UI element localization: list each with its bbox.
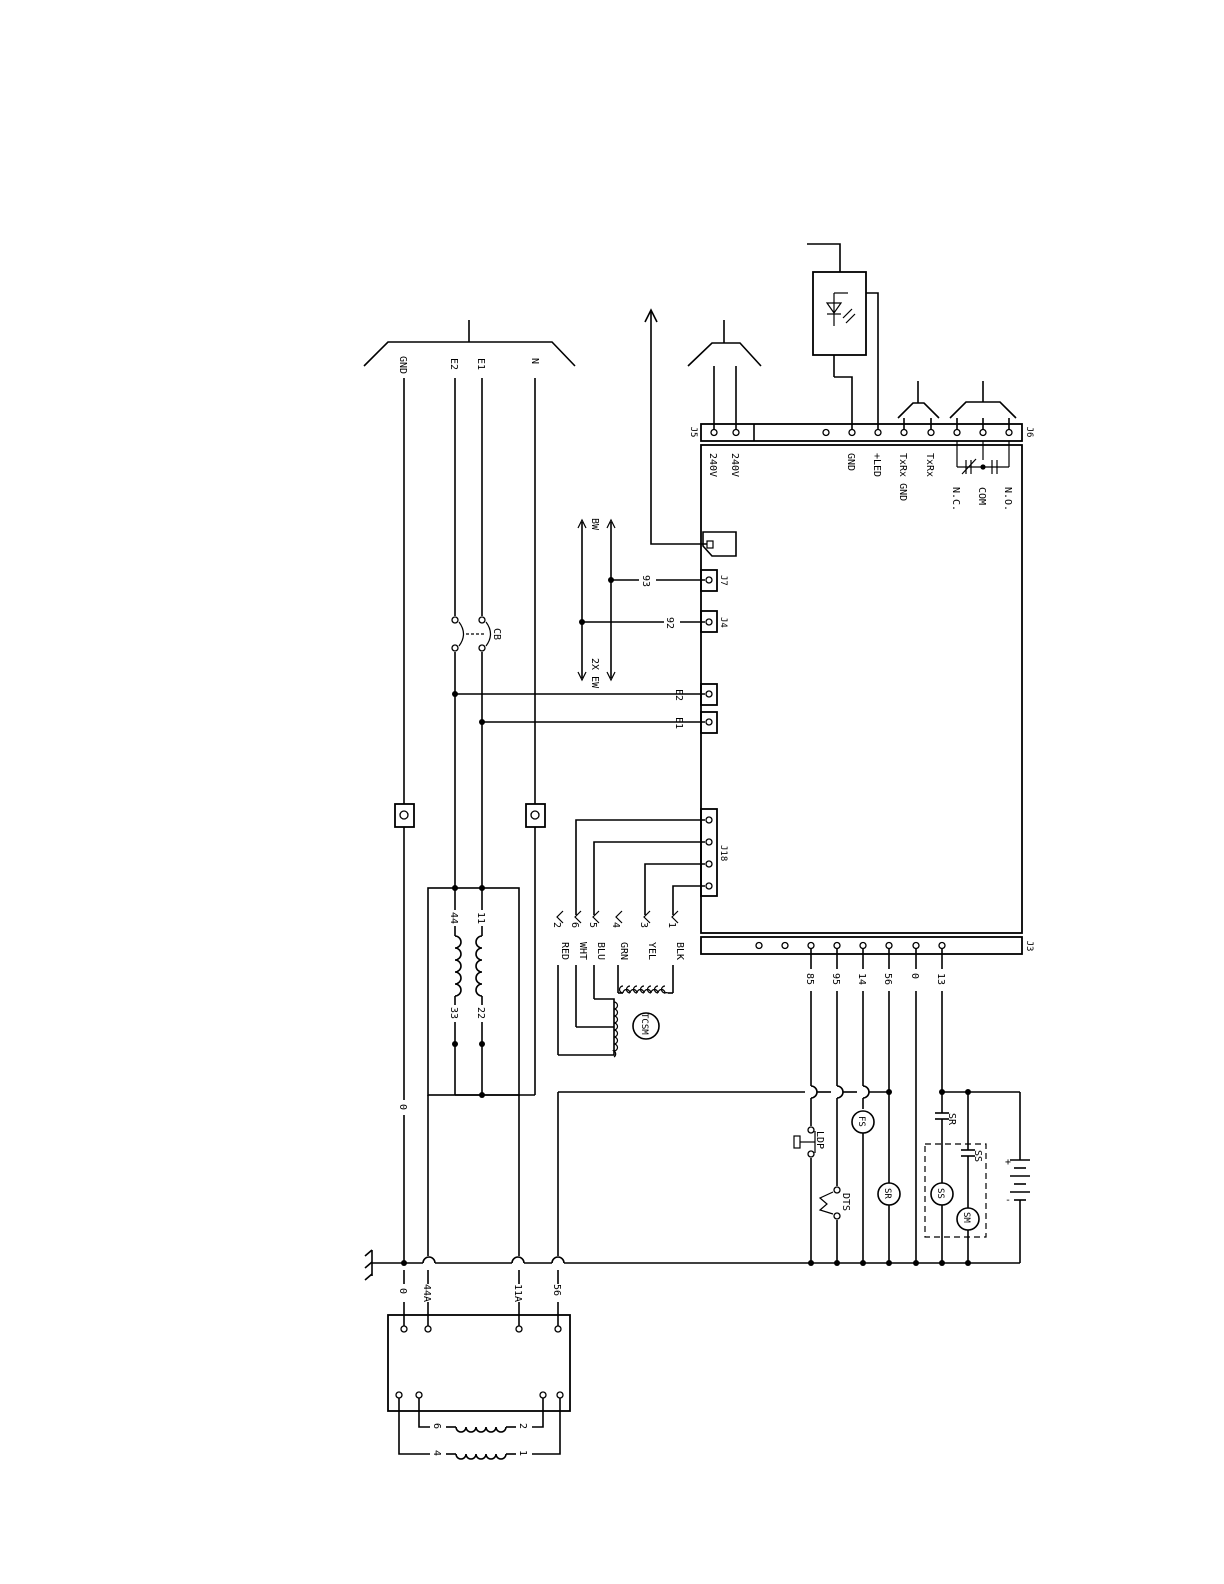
supply-label: E2 <box>448 358 459 370</box>
ldp-label: LDP <box>814 1131 825 1149</box>
dts-switch: DTS <box>818 1186 851 1263</box>
ss-contact-label: SS <box>972 1150 983 1162</box>
ss-coil-label: SS <box>935 1188 945 1199</box>
j3-wire-harness <box>557 991 1021 1263</box>
j6-label: J6 <box>1024 427 1034 438</box>
ground-bus <box>364 1249 1020 1281</box>
board-relay-contacts <box>956 441 1010 475</box>
j6-pin-label: COM <box>976 487 987 505</box>
battery: + - <box>1005 1110 1030 1263</box>
breaker-label: CB <box>491 628 502 640</box>
sensor-arrow-lead <box>644 308 737 557</box>
tcsm-pin: 1 <box>666 922 677 928</box>
tcsm-pin: 6 <box>569 922 580 928</box>
j7-label: J7 <box>718 575 728 586</box>
j4-connector: J4 <box>700 610 728 633</box>
j3-label: J3 <box>1024 941 1034 952</box>
wire-93-label: 93 <box>640 575 651 587</box>
j4-label: J4 <box>718 617 728 628</box>
sm-coil-label: SM <box>961 1212 971 1223</box>
gnd-connector <box>394 803 415 828</box>
tcsm-wire-color: GRN <box>618 942 629 960</box>
fs-label: FS <box>856 1116 866 1127</box>
led-indicator-module <box>807 243 879 429</box>
transformer-tap-label: 22 <box>475 1007 486 1019</box>
j3-wire-label: 95 <box>830 973 841 985</box>
j6-pin-label: TxRx <box>924 453 935 477</box>
tcsm-pin: 2 <box>551 922 562 928</box>
e2-terminal <box>700 683 718 706</box>
ew-label: 2X EW <box>589 658 600 689</box>
supply-plug <box>363 320 576 367</box>
transformer-tap-label: 44 <box>448 912 459 924</box>
board-wire-label: E1 <box>673 717 684 729</box>
j3-wire-label: 13 <box>935 973 946 985</box>
tcsm-wire-color: BLK <box>674 942 685 960</box>
bottom-transformer-tap: 2 <box>517 1423 528 1429</box>
battery-minus: - <box>1005 1195 1011 1206</box>
tcsm-pin: 5 <box>587 922 598 928</box>
tcsm-wire-color: RED <box>559 942 570 960</box>
sr-coil: SR <box>877 1182 901 1263</box>
bw-label: BW <box>589 518 600 531</box>
ground-wire-label: 0 <box>397 1104 408 1110</box>
bottom-transformer-tap: 6 <box>431 1423 442 1429</box>
j6-pin-label: N.C. <box>950 487 961 511</box>
battery-plus: + <box>1005 1157 1011 1168</box>
supply-label: N <box>529 358 540 364</box>
bottom-wire-label: 44A <box>421 1284 432 1302</box>
bottom-transformer: 6 2 4 1 <box>387 1314 571 1460</box>
bw-ew-bus: BW 2X EW 93 92 <box>577 518 705 689</box>
tcsm-wiring: TCSM <box>556 819 705 1058</box>
j5-label: J5 <box>688 427 698 438</box>
main-transformer: 44 11 33 22 <box>427 885 535 1098</box>
j6-relay-plug <box>949 381 1017 429</box>
j7-connector: J7 <box>700 569 728 592</box>
transformer-tap-label: 11 <box>475 912 486 924</box>
j5-j6-header: J5 J6 <box>688 423 1034 442</box>
supply-label: E1 <box>475 358 486 370</box>
tcsm-wire-color: WHT <box>577 942 588 960</box>
sr-coil-label: SR <box>882 1188 892 1199</box>
ldp-switch: LDP <box>793 1126 825 1263</box>
j6-pin-label: N.O. <box>1002 487 1013 511</box>
bottom-wire-label: 11A <box>512 1284 523 1302</box>
wire-92-label: 92 <box>664 617 675 629</box>
bottom-transformer-tap: 1 <box>517 1450 528 1456</box>
tcsm-wire-color: YEL <box>646 942 657 960</box>
fs-coil: FS <box>851 1110 875 1263</box>
tcsm-label: TCSM <box>639 1013 649 1035</box>
j6-pin-label: GND <box>845 453 856 471</box>
j3-wire-label: 56 <box>882 973 893 985</box>
j18-connector: J18 <box>700 808 728 897</box>
j6-pin-label: +LED <box>871 453 882 477</box>
transformer-tap-label: 33 <box>448 1007 459 1019</box>
bottom-wire-label: 0 <box>397 1288 408 1294</box>
j18-label: J18 <box>718 845 728 861</box>
board-wire-label: E2 <box>673 689 684 701</box>
j6-pin-label: TxRx GND <box>897 453 908 501</box>
j3-wire-label: 85 <box>804 973 815 985</box>
tcsm-pin: 4 <box>610 922 621 928</box>
bottom-wire-label: 56 <box>551 1284 562 1296</box>
circuit-breaker: CB <box>451 616 502 652</box>
j5-pin-label: 240V <box>707 453 718 477</box>
j6-txrx-plug <box>897 381 940 429</box>
bottom-transformer-tap: 4 <box>431 1450 442 1456</box>
j5-240v-plug <box>687 320 762 429</box>
dts-label: DTS <box>840 1193 851 1211</box>
j3-wire-label: 14 <box>856 973 867 985</box>
tcsm-pin: 3 <box>638 922 649 928</box>
n-connector <box>525 803 546 828</box>
j3-connector: J3 <box>700 936 1034 955</box>
tcsm-wire-color: BLU <box>595 942 606 960</box>
j5-pin-label: 240V <box>729 453 740 477</box>
supply-label: GND <box>397 356 408 374</box>
j3-wire-label: 0 <box>909 973 920 979</box>
sr-contact-label: SR <box>946 1113 957 1126</box>
control-board <box>700 444 1023 934</box>
ss-relay-group: SS SS SM <box>924 1143 987 1263</box>
sr-contact: SR <box>935 1112 957 1183</box>
